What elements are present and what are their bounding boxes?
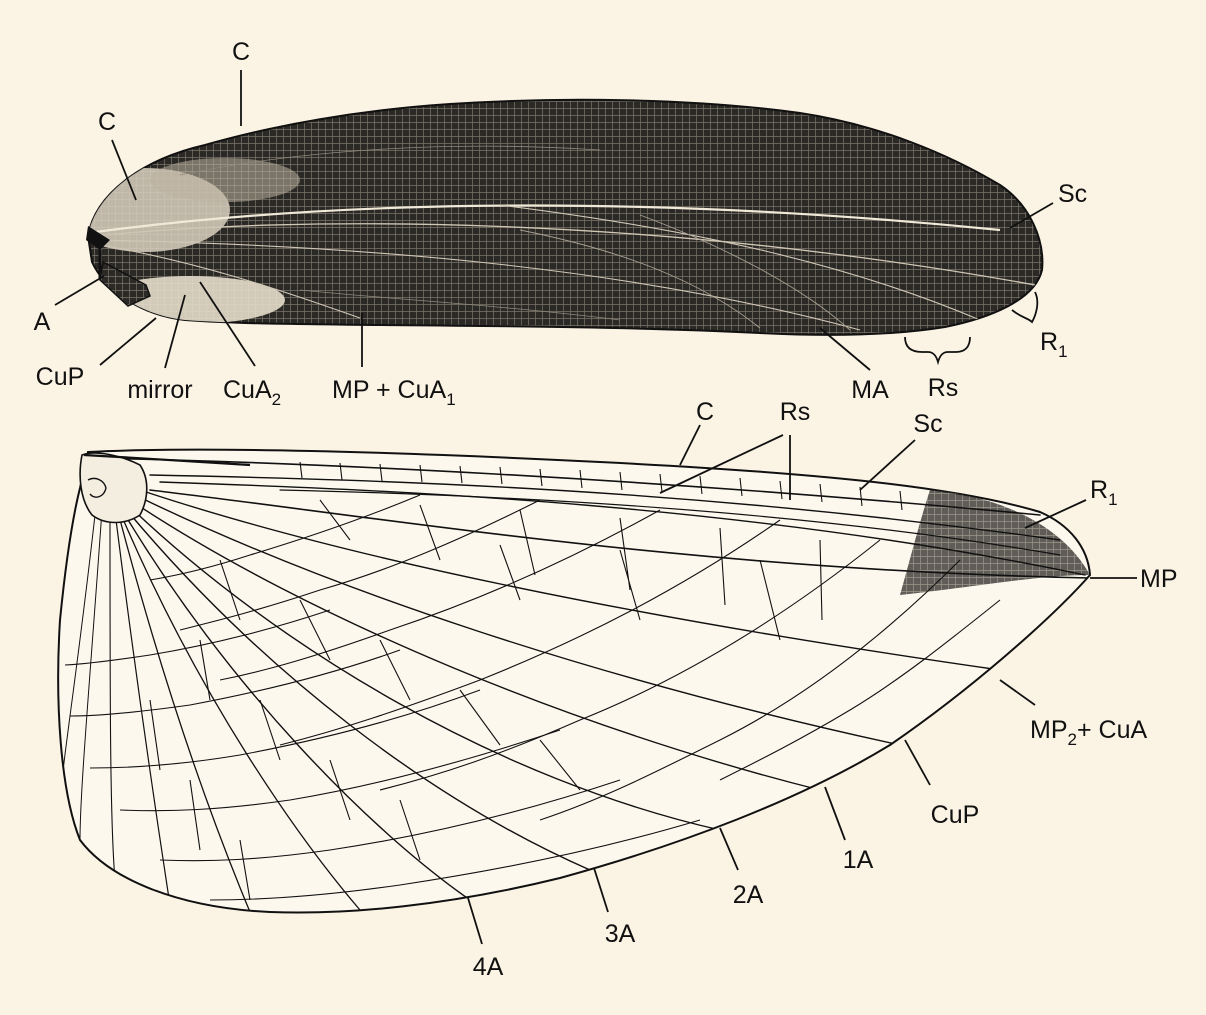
forewing-label-mirror: mirror [127,376,192,404]
hindwing-label-mp2-cua: MP2+ CuA [1030,716,1147,749]
forewing-label-cua2: CuA2 [223,376,281,409]
hindwing-label-cup: CuP [931,801,980,829]
forewing-label-c-inner: C [98,108,116,136]
hindwing-label-r1: R1 [1090,476,1118,509]
hindwing [58,450,1090,913]
hindwing-base [80,453,147,522]
hindwing-label-sc: Sc [913,410,942,438]
forewing-label-mp-cua1: MP + CuA1 [332,376,456,409]
forewing-costal-light-patch [150,158,300,202]
forewing-label-ma: MA [851,376,889,404]
forewing-label-a: A [34,308,51,336]
forewing-label-rs: Rs [928,374,959,402]
forewing-label-sc: Sc [1058,180,1087,208]
hindwing-label-rs: Rs [780,398,811,426]
hindwing-label-c: C [696,398,714,426]
hindwing-label-2a: 2A [733,881,764,909]
forewing-label-r1: R1 [1040,328,1068,361]
hindwing-label-3a: 3A [605,920,636,948]
forewing [60,100,1042,335]
forewing-label-cup: CuP [36,363,85,391]
hindwing-label-1a: 1A [843,846,874,874]
forewing-label-c-top: C [232,38,250,66]
hindwing-label-mp: MP [1140,565,1178,593]
hindwing-label-4a: 4A [473,953,504,981]
